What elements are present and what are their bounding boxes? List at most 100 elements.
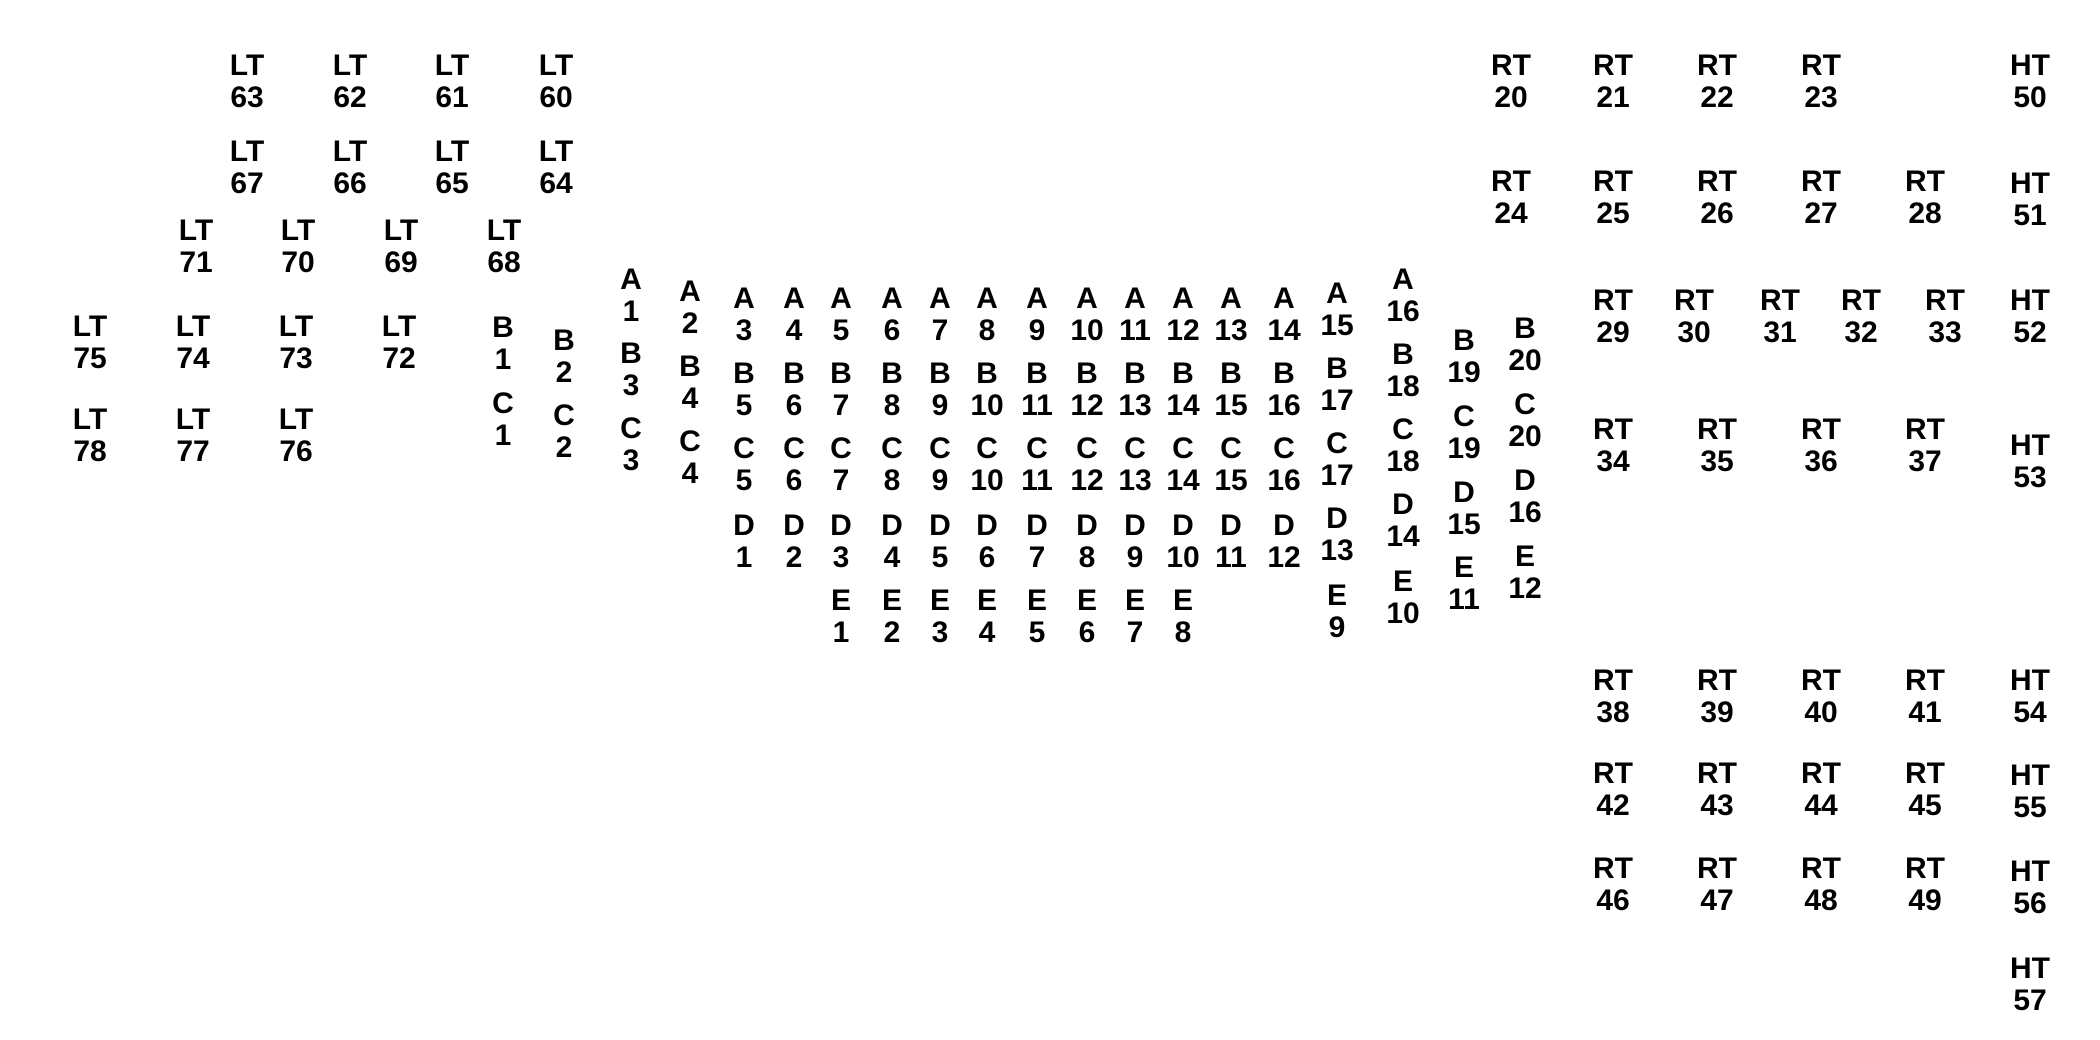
seat-d1[interactable]: D1 <box>733 510 755 574</box>
seat-d12[interactable]: D12 <box>1267 510 1300 574</box>
seat-rt41[interactable]: RT41 <box>1905 665 1945 729</box>
seat-lt67[interactable]: LT67 <box>230 136 264 200</box>
seat-rt40[interactable]: RT40 <box>1801 665 1841 729</box>
seat-b9[interactable]: B9 <box>929 358 951 422</box>
seat-c15[interactable]: C15 <box>1214 433 1247 497</box>
seat-b19[interactable]: B19 <box>1447 325 1480 389</box>
seat-b15[interactable]: B15 <box>1214 358 1247 422</box>
seat-e4[interactable]: E4 <box>977 585 997 649</box>
seat-rt22[interactable]: RT22 <box>1697 50 1737 114</box>
seat-rt48[interactable]: RT48 <box>1801 853 1841 917</box>
seat-b14[interactable]: B14 <box>1166 358 1199 422</box>
seat-e9[interactable]: E9 <box>1327 580 1347 644</box>
seat-b2[interactable]: B2 <box>553 325 575 389</box>
seat-c17[interactable]: C17 <box>1320 428 1353 492</box>
seat-lt62[interactable]: LT62 <box>333 50 367 114</box>
seat-lt69[interactable]: LT69 <box>384 215 418 279</box>
seat-rt24[interactable]: RT24 <box>1491 166 1531 230</box>
seat-a7[interactable]: A7 <box>929 283 951 347</box>
seat-lt72[interactable]: LT72 <box>382 311 416 375</box>
seat-a1[interactable]: A1 <box>620 264 642 328</box>
seat-c5[interactable]: C5 <box>733 433 755 497</box>
seat-d14[interactable]: D14 <box>1386 489 1419 553</box>
seat-c14[interactable]: C14 <box>1166 433 1199 497</box>
seat-d6[interactable]: D6 <box>976 510 998 574</box>
seat-b11[interactable]: B11 <box>1021 358 1053 422</box>
seat-a10[interactable]: A10 <box>1070 283 1103 347</box>
seat-d4[interactable]: D4 <box>881 510 903 574</box>
seat-b5[interactable]: B5 <box>733 358 755 422</box>
seat-d10[interactable]: D10 <box>1166 510 1199 574</box>
seat-rt36[interactable]: RT36 <box>1801 414 1841 478</box>
seat-b3[interactable]: B3 <box>620 338 642 402</box>
seat-lt76[interactable]: LT76 <box>279 404 313 468</box>
seat-ht53[interactable]: HT53 <box>2010 430 2050 494</box>
seat-d5[interactable]: D5 <box>929 510 951 574</box>
seat-rt29[interactable]: RT29 <box>1593 285 1633 349</box>
seat-ht57[interactable]: HT57 <box>2010 953 2050 1017</box>
seat-rt37[interactable]: RT37 <box>1905 414 1945 478</box>
seat-rt47[interactable]: RT47 <box>1697 853 1737 917</box>
seat-d15[interactable]: D15 <box>1447 477 1480 541</box>
seat-lt73[interactable]: LT73 <box>279 311 313 375</box>
seat-e5[interactable]: E5 <box>1027 585 1047 649</box>
seat-a9[interactable]: A9 <box>1026 283 1048 347</box>
seat-e2[interactable]: E2 <box>882 585 902 649</box>
seat-b4[interactable]: B4 <box>679 351 701 415</box>
seat-b18[interactable]: B18 <box>1386 339 1419 403</box>
seat-e8[interactable]: E8 <box>1173 585 1193 649</box>
seat-rt46[interactable]: RT46 <box>1593 853 1633 917</box>
seat-a2[interactable]: A2 <box>679 276 701 340</box>
seat-a3[interactable]: A3 <box>733 283 755 347</box>
seat-rt42[interactable]: RT42 <box>1593 758 1633 822</box>
seat-lt66[interactable]: LT66 <box>333 136 367 200</box>
seat-d11[interactable]: D11 <box>1215 510 1247 574</box>
seat-rt21[interactable]: RT21 <box>1593 50 1633 114</box>
seat-b16[interactable]: B16 <box>1267 358 1300 422</box>
seat-d2[interactable]: D2 <box>783 510 805 574</box>
seat-rt31[interactable]: RT31 <box>1760 285 1800 349</box>
seat-c10[interactable]: C10 <box>970 433 1003 497</box>
seat-b20[interactable]: B20 <box>1508 313 1541 377</box>
seat-c7[interactable]: C7 <box>830 433 852 497</box>
seat-e3[interactable]: E3 <box>930 585 950 649</box>
seat-lt64[interactable]: LT64 <box>539 136 573 200</box>
seat-ht55[interactable]: HT55 <box>2010 760 2050 824</box>
seat-b1[interactable]: B1 <box>492 312 514 376</box>
seat-c8[interactable]: C8 <box>881 433 903 497</box>
seat-c20[interactable]: C20 <box>1508 389 1541 453</box>
seat-a6[interactable]: A6 <box>881 283 903 347</box>
seat-lt77[interactable]: LT77 <box>176 404 210 468</box>
seat-rt26[interactable]: RT26 <box>1697 166 1737 230</box>
seat-rt38[interactable]: RT38 <box>1593 665 1633 729</box>
seat-a12[interactable]: A12 <box>1166 283 1199 347</box>
seat-lt61[interactable]: LT61 <box>435 50 469 114</box>
seat-lt68[interactable]: LT68 <box>487 215 521 279</box>
seat-c12[interactable]: C12 <box>1070 433 1103 497</box>
seat-lt60[interactable]: LT60 <box>539 50 573 114</box>
seat-rt30[interactable]: RT30 <box>1674 285 1714 349</box>
seat-lt71[interactable]: LT71 <box>179 215 213 279</box>
seat-rt44[interactable]: RT44 <box>1801 758 1841 822</box>
seat-d8[interactable]: D8 <box>1076 510 1098 574</box>
seat-rt23[interactable]: RT23 <box>1801 50 1841 114</box>
seat-c19[interactable]: C19 <box>1447 401 1480 465</box>
seat-d7[interactable]: D7 <box>1026 510 1048 574</box>
seat-e12[interactable]: E12 <box>1508 541 1541 605</box>
seat-rt43[interactable]: RT43 <box>1697 758 1737 822</box>
seat-c16[interactable]: C16 <box>1267 433 1300 497</box>
seat-ht54[interactable]: HT54 <box>2010 665 2050 729</box>
seat-rt32[interactable]: RT32 <box>1841 285 1881 349</box>
seat-c11[interactable]: C11 <box>1021 433 1053 497</box>
seat-a15[interactable]: A15 <box>1320 278 1353 342</box>
seat-ht50[interactable]: HT50 <box>2010 50 2050 114</box>
seat-e11[interactable]: E11 <box>1448 552 1480 616</box>
seat-ht52[interactable]: HT52 <box>2010 285 2050 349</box>
seat-b7[interactable]: B7 <box>830 358 852 422</box>
seat-d16[interactable]: D16 <box>1508 465 1541 529</box>
seat-d3[interactable]: D3 <box>830 510 852 574</box>
seat-rt33[interactable]: RT33 <box>1925 285 1965 349</box>
seat-e1[interactable]: E1 <box>831 585 851 649</box>
seat-rt25[interactable]: RT25 <box>1593 166 1633 230</box>
seat-lt74[interactable]: LT74 <box>176 311 210 375</box>
